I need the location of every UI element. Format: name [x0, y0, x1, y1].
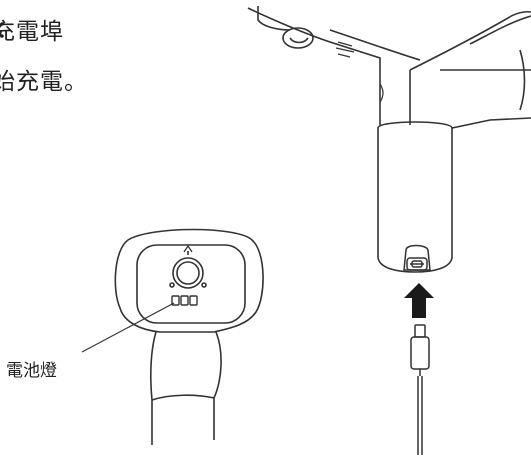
power-button-icon [169, 244, 207, 289]
instruction-line-1: 充電埠 [0, 12, 64, 46]
instruction-line-2: 始充電。 [0, 69, 88, 95]
device-top-illustration [114, 228, 264, 445]
usb-c-cable-icon [410, 324, 430, 455]
battery-indicator-label: 電池燈 [6, 361, 57, 381]
charging-port-icon [403, 244, 431, 271]
instruction-text-1: 充電埠 [0, 19, 64, 45]
upload-arrow-icon [404, 283, 434, 318]
colon-fragment [0, 22, 4, 38]
battery-callout-line [81, 302, 175, 353]
battery-level-icon [171, 295, 198, 306]
device-body-illustration [247, 6, 531, 273]
